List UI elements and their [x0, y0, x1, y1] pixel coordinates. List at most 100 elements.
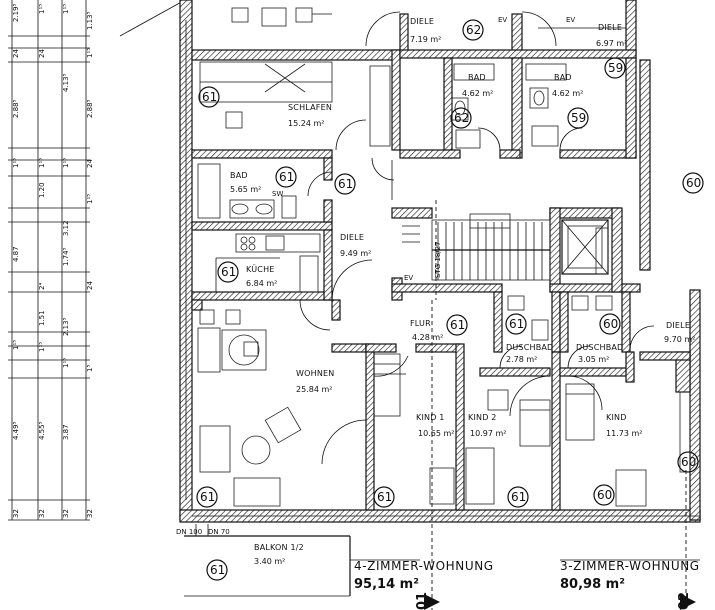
room-area-kueche: 6.84 m²: [246, 279, 277, 288]
dim-c4-4: 1¹⁵: [86, 194, 94, 204]
tag-59-top: 59: [608, 61, 623, 75]
balcony-area: [184, 524, 700, 597]
room-area-schlafen: 15.24 m²: [288, 119, 324, 128]
unit-title-3-zimmer: 3-ZIMMER-WOHNUNG: [560, 559, 700, 573]
tag-61-kind-1: 61: [377, 490, 392, 504]
shower-rooms: [499, 295, 655, 369]
room-name-kind: KIND: [606, 413, 627, 422]
tag-60-right: 60: [686, 176, 701, 190]
top-bathrooms: [451, 63, 583, 151]
dim-c2-8: 32: [38, 509, 46, 518]
tag-61-kueche: 61: [221, 265, 236, 279]
section-mark-02: 02: [677, 592, 692, 610]
dim-c4-7: 32: [86, 509, 94, 518]
tag-61-kind-2: 61: [511, 490, 526, 504]
dim-c2-7: 4.55⁵: [38, 421, 46, 440]
room-name-duschbad-3-05: DUSCHBAD: [576, 343, 623, 352]
dim-c2-0: 1¹⁵: [38, 4, 46, 14]
room-area-duschbad-3-05: 3.05 m²: [578, 355, 609, 364]
dim-c3-5: 2.13⁵: [62, 317, 70, 336]
room-area-bad-left: 4.62 m²: [462, 89, 493, 98]
room-area-bad-right: 4.62 m²: [552, 89, 583, 98]
dim-c1-5: 1¹⁵: [12, 340, 20, 350]
dim-c2-5: 1.51: [38, 310, 46, 326]
room-name-kind-1: KIND 1: [416, 413, 445, 422]
unit-tags: 62 59 62 59 61 61 61 61 61 61 60 60 61 6…: [196, 19, 704, 581]
room-area-kind: 11.73 m²: [606, 429, 642, 438]
label-stair: STG 18/27: [434, 241, 442, 278]
bedroom-furniture: [199, 61, 391, 151]
tag-61-flur: 61: [450, 318, 465, 332]
dim-c2-4: 2⁴: [38, 283, 46, 290]
dim-c3-6: 1¹⁵: [62, 358, 70, 368]
unit-title-4-zimmer: 4-ZIMMER-WOHNUNG: [354, 559, 494, 573]
tag-59-bath: 59: [571, 111, 586, 125]
room-name-diele-9-70: DIELE: [666, 321, 690, 330]
room-area-diele-9-49: 9.49 m²: [340, 249, 371, 258]
tag-60-kind: 60: [597, 488, 612, 502]
kids-rooms-furniture: [373, 353, 691, 507]
tag-61-duschbad: 61: [509, 317, 524, 331]
tag-62-bath: 62: [454, 111, 469, 125]
tag-61-wohnen: 61: [200, 490, 215, 504]
room-name-balkon: BALKON 1/2: [254, 543, 304, 552]
room-name-flur: FLUR: [410, 319, 431, 328]
tag-61-bad: 61: [279, 170, 294, 184]
label-ev-3: EV: [404, 274, 413, 282]
dim-c2-1: 24: [38, 49, 46, 58]
dim-c4-1: 1¹⁵: [86, 48, 94, 58]
room-area-diele-9-70: 9.70 m²: [664, 335, 695, 344]
bathroom-5-65-fixtures: [197, 163, 333, 219]
room-area-bad-5-65: 5.65 m²: [230, 185, 261, 194]
label-ev-1: EV: [498, 16, 507, 24]
section-mark-01: 01: [415, 592, 430, 610]
label-dn-70: DN 70: [208, 528, 230, 536]
label-sw: SW: [272, 190, 283, 198]
room-area-balkon: 3.40 m²: [254, 557, 285, 566]
tag-61-diele: 61: [338, 177, 353, 191]
dim-c4-5: 24: [86, 281, 94, 290]
dim-c1-7: 32: [12, 509, 20, 518]
room-area-kind-2: 10.97 m²: [470, 429, 506, 438]
room-area-diele-6-97: 6.97 m²: [596, 39, 627, 48]
dim-c2-6: 1¹⁵: [38, 342, 46, 352]
dim-c3-7: 3.87: [62, 424, 70, 440]
dim-c1-0: 2.19⁵: [12, 3, 20, 22]
dim-c4-0: 1.13⁵: [86, 11, 94, 30]
tag-60-duschbad: 60: [603, 317, 618, 331]
label-dn-100: DN 100: [176, 528, 202, 536]
dim-c4-6: 1⁵: [86, 365, 94, 372]
dimension-chains: 2.19⁵ 24 2.88⁵ 1¹⁵ 4.87 1¹⁵ 4.49⁵ 32 1¹⁵…: [8, 0, 94, 521]
tag-61-balkon: 61: [210, 563, 225, 577]
room-name-schlafen: SCHLAFEN: [288, 103, 332, 112]
stair-core: [402, 200, 609, 300]
tag-61-schlafen: 61: [202, 90, 217, 104]
hall-9-49-details: [299, 157, 395, 331]
tag-62-top: 62: [466, 23, 481, 37]
room-name-duschbad-2-78: DUSCHBAD: [506, 343, 553, 352]
dim-c1-2: 2.88⁵: [12, 99, 20, 118]
living-room-furniture: [197, 309, 367, 507]
unit-area-3-zimmer: 80,98 m²: [560, 577, 625, 592]
dim-c3-3: 3.12: [62, 220, 70, 236]
room-labels: DIELE 7.19 m² DIELE 6.97 m² BAD 4.62 m² …: [230, 17, 695, 566]
windows: [185, 20, 700, 610]
unit-titles: 4-ZIMMER-WOHNUNG 95,14 m² 3-ZIMMER-WOHNU…: [354, 559, 700, 592]
room-name-bad-5-65: BAD: [230, 171, 248, 180]
room-area-diele-7-19: 7.19 m²: [410, 35, 441, 44]
dim-c1-1: 24: [12, 49, 20, 58]
room-name-diele-6-97: DIELE: [598, 23, 622, 32]
dim-c3-0: 1¹⁵: [62, 4, 70, 14]
unit-area-4-zimmer: 95,14 m²: [354, 577, 419, 592]
dim-c3-4: 1.74⁵: [62, 247, 70, 266]
room-name-kind-2: KIND 2: [468, 413, 497, 422]
room-area-flur: 4.28 m²: [412, 333, 443, 342]
label-ev-2: EV: [566, 16, 575, 24]
room-area-kind-1: 10.65 m²: [418, 429, 454, 438]
dim-c1-3: 1¹⁵: [12, 158, 20, 168]
room-name-bad-right: BAD: [554, 73, 572, 82]
room-name-wohnen: WOHNEN: [296, 369, 334, 378]
room-area-duschbad-2-78: 2.78 m²: [506, 355, 537, 364]
dim-c1-6: 4.49⁵: [12, 421, 20, 440]
top-strip-furniture: [231, 7, 626, 47]
